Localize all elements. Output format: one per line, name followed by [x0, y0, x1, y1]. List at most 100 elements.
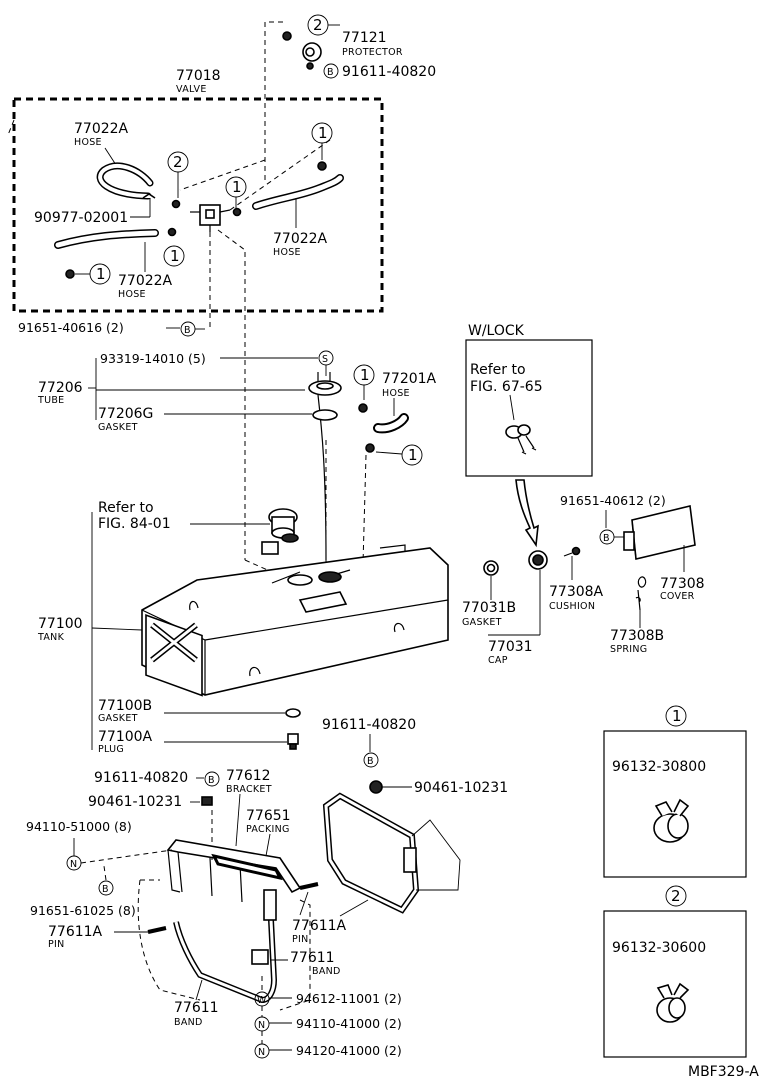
- packing-part: [211, 853, 283, 881]
- nut-left-90461-number: 90461-10231: [88, 794, 182, 810]
- wlock-arrow: [515, 479, 539, 548]
- clamp1-part: [653, 798, 690, 843]
- ref-84-line2: FIG. 84-01: [98, 516, 171, 532]
- marker-1-tube-label: 1: [360, 366, 370, 384]
- hose-77201-number: 77201A: [382, 371, 437, 387]
- clip-90977-number: 90977-02001: [34, 210, 128, 226]
- marker-1-hose77201-label: 1: [408, 446, 418, 464]
- band-right-part: [322, 792, 461, 914]
- valve-name: VALVE: [176, 84, 207, 95]
- cover-number: 77308: [660, 576, 705, 592]
- gasket-b-number: 77100B: [98, 698, 152, 714]
- gasket-g-part: [312, 409, 338, 421]
- nut-94110-51000-number: 94110-51000 (8): [26, 819, 132, 834]
- marker-B-top-label: B: [327, 67, 334, 78]
- valve-group-box: [12, 97, 384, 313]
- valve-number: 77018: [176, 68, 221, 84]
- spring-number: 77308B: [610, 628, 664, 644]
- marker-1-valve-right-label: 1: [318, 124, 328, 142]
- ref-84-line1: Refer to: [98, 500, 154, 516]
- clamp2-part: [656, 982, 690, 1023]
- nut-94120-41000-number: 94120-41000 (2): [296, 1043, 402, 1058]
- gasket-31b-part: [483, 560, 499, 576]
- marker-1-valve-low: [163, 245, 185, 267]
- band-right-number: 77611: [290, 950, 335, 966]
- pin-left-part: [147, 926, 167, 934]
- gasket-31b-name: GASKET: [462, 617, 502, 628]
- clamp2-number: 96132-30600: [612, 940, 706, 956]
- marker-S-label: S: [322, 354, 328, 365]
- cap-name: CAP: [488, 655, 508, 666]
- pin-left-number: 77611A: [48, 924, 103, 940]
- tank-name: TANK: [37, 632, 65, 643]
- marker-B-right-label: B: [367, 756, 374, 767]
- cap-part: [528, 550, 548, 570]
- bolt-40612-number: 91651-40612 (2): [560, 493, 666, 508]
- plug-part: [287, 733, 299, 750]
- wlock-title: W/LOCK: [468, 323, 525, 339]
- packing-number: 77651: [246, 808, 291, 824]
- clamp1-number: 96132-30800: [612, 759, 706, 775]
- hose-bl-name: HOSE: [118, 289, 146, 300]
- nut-94110-41000-number: 94110-41000 (2): [296, 1016, 402, 1031]
- fuel-tank-part: [141, 544, 449, 697]
- protector-number: 77121: [342, 30, 387, 46]
- band-left-part: [173, 889, 278, 1004]
- nut-right-90461-number: 90461-10231: [414, 780, 508, 796]
- bolt-left-91611-number: 91611-40820: [94, 770, 188, 786]
- hose-r-name: HOSE: [273, 247, 301, 258]
- marker-B-40612-label: B: [603, 533, 610, 544]
- marker-B-40616-label: B: [184, 325, 191, 336]
- ref-67-line2: FIG. 67-65: [470, 379, 543, 395]
- clamp2-box: [603, 910, 747, 1058]
- bolt-40616-number: 91651-40616 (2): [18, 320, 124, 335]
- packing-name: PACKING: [246, 824, 290, 835]
- cushion-part: [563, 546, 581, 557]
- cover-name: COVER: [660, 591, 695, 602]
- bolt-61025-number: 91651-61025 (8): [30, 903, 136, 918]
- bracket-part: [166, 839, 302, 903]
- screw-93319-number: 93319-14010 (5): [100, 351, 206, 366]
- ref-67-line1: Refer to: [470, 362, 526, 378]
- tank-number: 77100: [38, 616, 83, 632]
- marker-2-valve-label: 2: [173, 153, 183, 171]
- bracket-number: 77612: [226, 768, 271, 784]
- cap-number: 77031: [488, 639, 533, 655]
- wlock-box: [465, 339, 593, 477]
- marker-B-top: [323, 63, 339, 79]
- hose-77201-name: HOSE: [382, 388, 410, 399]
- marker-N-94120-label: N: [258, 1047, 265, 1058]
- clamp1-box: [603, 730, 747, 878]
- marker-1-valve-bl-label: 1: [96, 265, 106, 283]
- cushion-name: CUSHION: [549, 601, 595, 612]
- bolt-top-number: 91611-40820: [342, 64, 436, 80]
- bolt-right-91611-number: 91611-40820: [322, 717, 416, 733]
- pin-right-name: PIN: [292, 934, 309, 945]
- pin-left-name: PIN: [48, 939, 65, 950]
- gasket-g-name: GASKET: [98, 422, 138, 433]
- plug-name: PLUG: [98, 744, 124, 755]
- marker-W-label: W: [257, 995, 267, 1006]
- hose-tl-name: HOSE: [74, 137, 102, 148]
- clip-small-top: [282, 31, 292, 41]
- hose-bl-number: 77022A: [118, 273, 173, 289]
- protector-name: PROTECTOR: [342, 47, 403, 58]
- pin-right-number: 77611A: [292, 918, 347, 934]
- washer-94612-number: 94612-11001 (2): [296, 991, 402, 1006]
- marker-B-left-label: B: [208, 775, 215, 786]
- marker-1-valve-mid-label: 1: [232, 178, 242, 196]
- marker-N-94110-label: N: [258, 1020, 265, 1031]
- marker-1-inset-label: 1: [672, 707, 682, 725]
- marker-2-inset-label: 2: [671, 887, 681, 905]
- spring-name: SPRING: [610, 644, 647, 655]
- tube-number: 77206: [38, 380, 83, 396]
- marker-N-51000-label: N: [70, 859, 77, 870]
- gasket-g-number: 77206G: [98, 406, 153, 422]
- hose-tl-number: 77022A: [74, 121, 129, 137]
- marker-B-61025-label: B: [102, 884, 109, 895]
- marker-2-inset: [665, 885, 687, 907]
- gasket-b-name: GASKET: [98, 713, 138, 724]
- cushion-number: 77308A: [549, 584, 604, 600]
- gasket-31b-number: 77031B: [462, 600, 516, 616]
